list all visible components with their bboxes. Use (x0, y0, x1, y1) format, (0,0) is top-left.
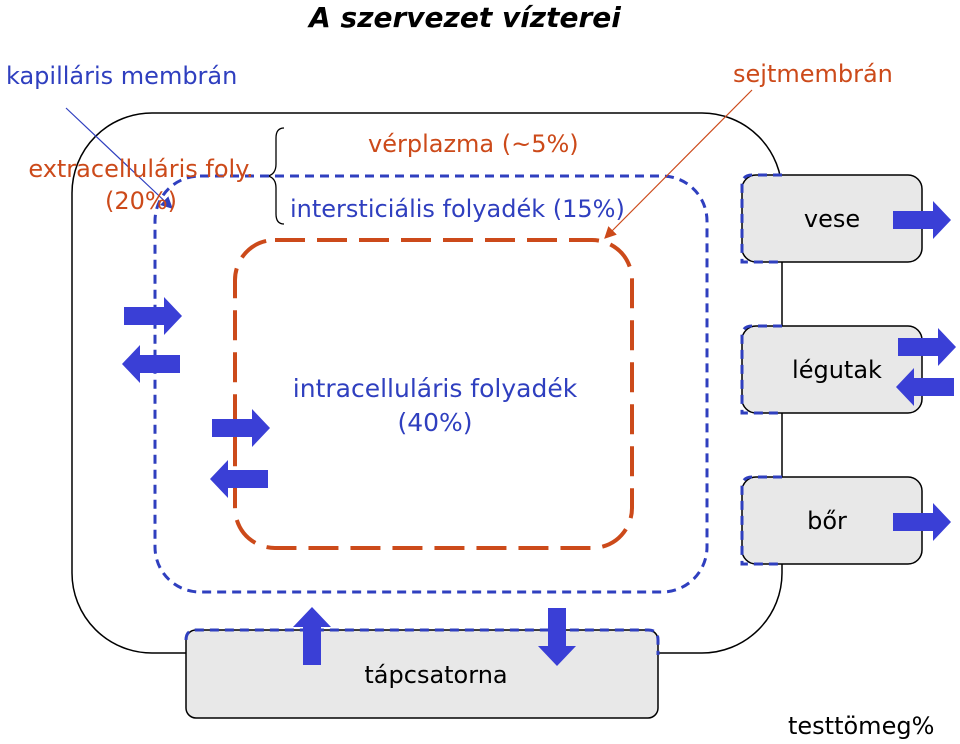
block-arrow-icon (893, 201, 951, 239)
block-arrow-icon (896, 368, 954, 406)
block-arrow-icon (538, 608, 576, 666)
tapcsatorna-label: tápcsatorna (364, 661, 508, 689)
intersticialis-label: intersticiális folyadék (15%) (290, 195, 625, 223)
block-arrow-icon (293, 607, 331, 665)
testtomeg-label: testtömeg% (788, 712, 935, 740)
bor-label: bőr (807, 507, 847, 535)
intracellular-label-line1: intracelluláris folyadék (292, 374, 578, 403)
capillary-membrane (153, 174, 709, 594)
block-arrow-icon (893, 503, 951, 541)
sejtmembran-pointer (604, 89, 753, 239)
block-arrow-icon (122, 345, 180, 383)
diagram-title: A szervezet vízterei (309, 1, 621, 34)
intracellular-label-line2: (40%) (397, 408, 473, 437)
block-arrow-icon (210, 460, 268, 498)
extracellular-label-line2: (20%) (104, 187, 178, 215)
extracellular-label-line1: extracelluláris foly. (28, 155, 254, 183)
block-arrow-icon (212, 409, 270, 447)
legutak-label: légutak (792, 356, 882, 384)
kapillaris-membran-label: kapilláris membrán (6, 62, 238, 90)
verplazma-label: vérplazma (~5%) (368, 130, 579, 158)
vese-label: vese (803, 205, 861, 233)
kapillaris-pointer (65, 107, 173, 209)
block-arrow-icon (124, 297, 182, 335)
sejtmembran-label: sejtmembrán (733, 60, 893, 88)
block-arrow-icon (898, 328, 956, 366)
